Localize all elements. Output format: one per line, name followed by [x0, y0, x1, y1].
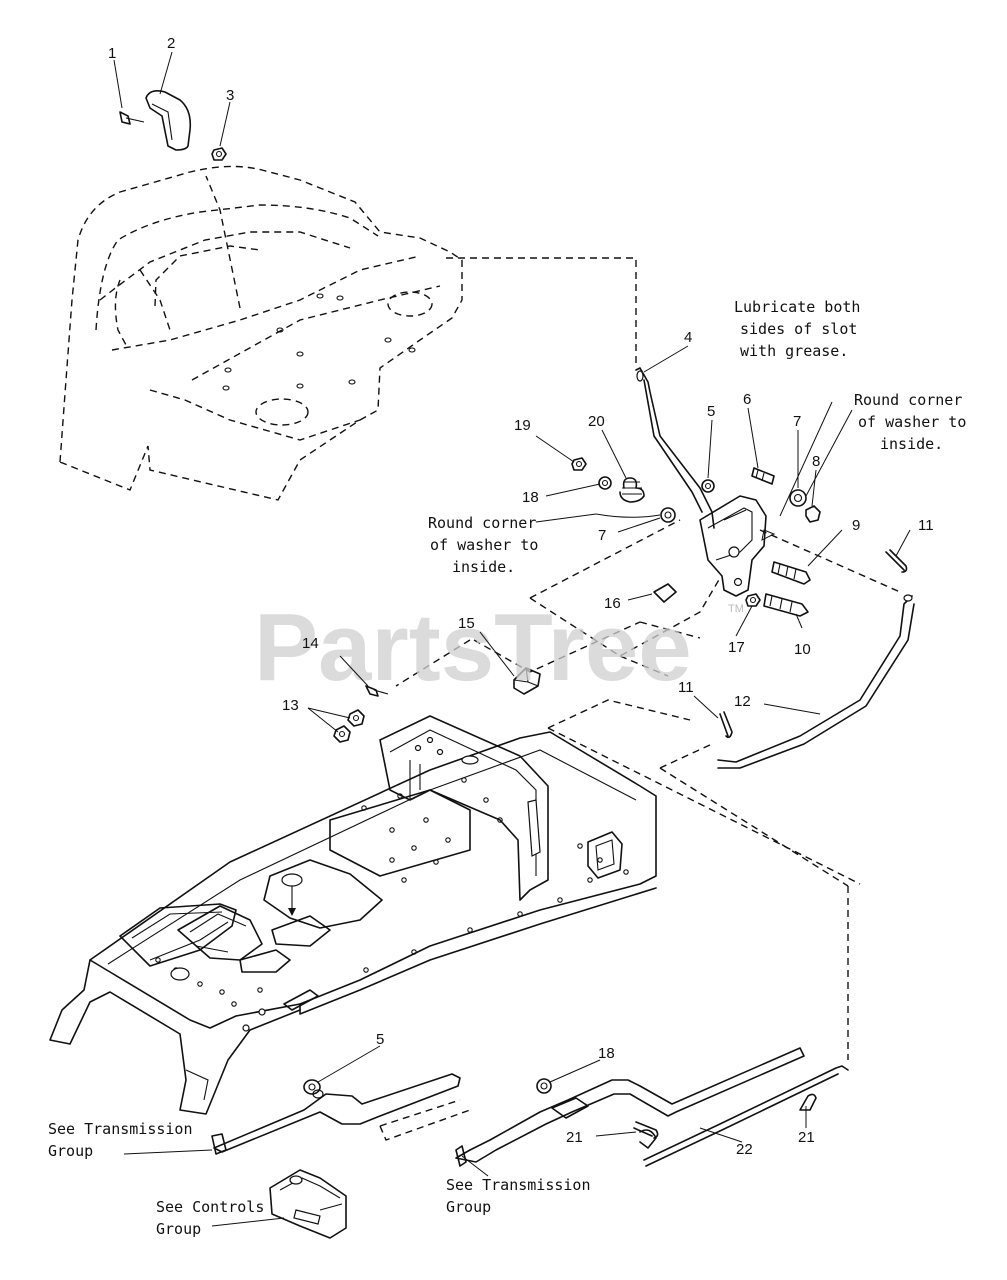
fender-body	[59, 165, 637, 501]
knob-screw	[119, 111, 145, 125]
note-see-controls: See Controls Group	[156, 1198, 264, 1238]
small-hardware-center	[333, 667, 541, 743]
callout-19: 19	[514, 417, 531, 434]
watermark-text: PartsTree	[254, 594, 692, 701]
callout-numbers: 1 2 3 4 5 6 7 8 7 9 11 19 20 18 16 17 10…	[108, 35, 934, 1158]
callout-18-upper: 18	[522, 489, 539, 506]
callout-13: 13	[282, 697, 299, 714]
callout-10: 10	[794, 641, 811, 658]
watermark: PartsTree TM	[254, 594, 744, 701]
callout-8: 8	[812, 453, 820, 470]
callout-15: 15	[458, 615, 475, 632]
shift-hardware-left	[571, 457, 676, 523]
lower-rod-22	[643, 1065, 849, 1167]
shift-hardware-right	[701, 467, 821, 523]
note-round-left-line-2: of washer to	[430, 536, 538, 554]
callout-20: 20	[588, 413, 605, 430]
callout-18-lower: 18	[598, 1045, 615, 1062]
note-see-transmission-center-line-2: Group	[446, 1198, 491, 1216]
note-see-transmission-left-line-2: Group	[48, 1142, 93, 1160]
callout-5-lower: 5	[376, 1031, 384, 1048]
callout-6: 6	[743, 391, 751, 408]
callout-11-upper: 11	[918, 517, 934, 534]
note-see-transmission-left: See Transmission Group	[48, 1120, 193, 1160]
tractor-frame	[49, 731, 657, 1115]
note-round-right-line-3: inside.	[880, 435, 943, 453]
shift-bolts	[653, 561, 811, 617]
note-round-right-line-1: Round corner	[854, 391, 962, 409]
shift-bracket	[699, 495, 767, 597]
callout-16: 16	[604, 595, 621, 612]
cotter-pins	[719, 549, 908, 739]
callout-5-upper: 5	[707, 403, 715, 420]
cotter-pins-lower	[633, 1093, 817, 1139]
watermark-tm: TM	[728, 603, 744, 615]
shift-lever-rod	[635, 367, 715, 529]
note-round-left-line-1: Round corner	[428, 514, 536, 532]
callout-11-lower: 11	[678, 679, 694, 696]
lower-linkage-center	[455, 1047, 805, 1167]
note-lubricate: Lubricate both sides of slot with grease…	[734, 298, 860, 360]
note-round-corner-left: Round corner of washer to inside.	[428, 514, 538, 576]
note-round-left-line-3: inside.	[452, 558, 515, 576]
note-round-corner-right: Round corner of washer to inside.	[854, 391, 966, 453]
note-round-right-line-2: of washer to	[858, 413, 966, 431]
knob-nut	[211, 147, 227, 161]
note-see-controls-line-1: See Controls	[156, 1198, 264, 1216]
callout-17: 17	[728, 639, 745, 656]
assembly-lines-upper	[395, 519, 901, 1060]
callout-7-right: 7	[793, 413, 801, 430]
mounting-bracket	[379, 715, 549, 901]
callout-4: 4	[684, 329, 692, 346]
note-see-transmission-center-line-1: See Transmission	[446, 1176, 591, 1194]
callout-2: 2	[167, 35, 175, 52]
shift-knob	[145, 90, 192, 151]
note-lubricate-line-2: sides of slot	[740, 320, 857, 338]
callout-7-left: 7	[598, 527, 606, 544]
callout-12: 12	[734, 693, 751, 710]
callout-1: 1	[108, 45, 116, 62]
note-lubricate-line-1: Lubricate both	[734, 298, 860, 316]
leader-lines	[113, 51, 911, 1227]
lower-linkage-left	[211, 1073, 471, 1155]
callout-21-right: 21	[798, 1129, 815, 1146]
note-see-transmission-left-line-1: See Transmission	[48, 1120, 193, 1138]
callout-14: 14	[302, 635, 319, 652]
callout-3: 3	[226, 87, 234, 104]
note-see-transmission-center: See Transmission Group	[446, 1176, 591, 1216]
callout-22: 22	[736, 1141, 753, 1158]
shift-rod	[717, 594, 915, 769]
controls-bracket	[269, 1169, 347, 1239]
callout-9: 9	[852, 517, 860, 534]
callout-21-left: 21	[566, 1129, 583, 1146]
note-lubricate-line-3: with grease.	[740, 342, 848, 360]
note-see-controls-line-2: Group	[156, 1220, 201, 1238]
